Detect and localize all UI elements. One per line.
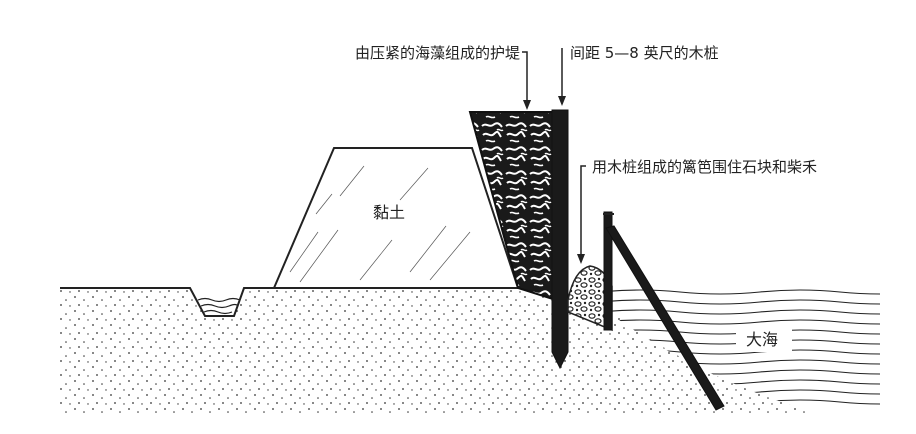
wooden-pile: [551, 109, 569, 370]
diagonal-brace: [605, 225, 725, 411]
outer-stake: [603, 211, 613, 331]
seaweed-dike-label: 由压紧的海藻组成的护堤: [355, 44, 520, 62]
wattle-fence-label: 用木桩组成的篱笆围住石块和柴禾: [592, 158, 817, 176]
sand-ground: [60, 288, 820, 414]
clay-core: [272, 147, 520, 289]
clay-label: 黏土: [373, 203, 405, 222]
piles-label: 间距 5—8 英尺的木桩: [570, 44, 719, 62]
sea-label-backdrop: [736, 326, 792, 352]
sea-label: 大海: [746, 330, 778, 349]
ditch-water: [197, 297, 241, 315]
wattle-fence-leader: [577, 165, 586, 264]
piles-leader: [558, 48, 566, 106]
clay-hatching: [289, 165, 471, 283]
seaweed-dike-leader: [522, 51, 531, 110]
